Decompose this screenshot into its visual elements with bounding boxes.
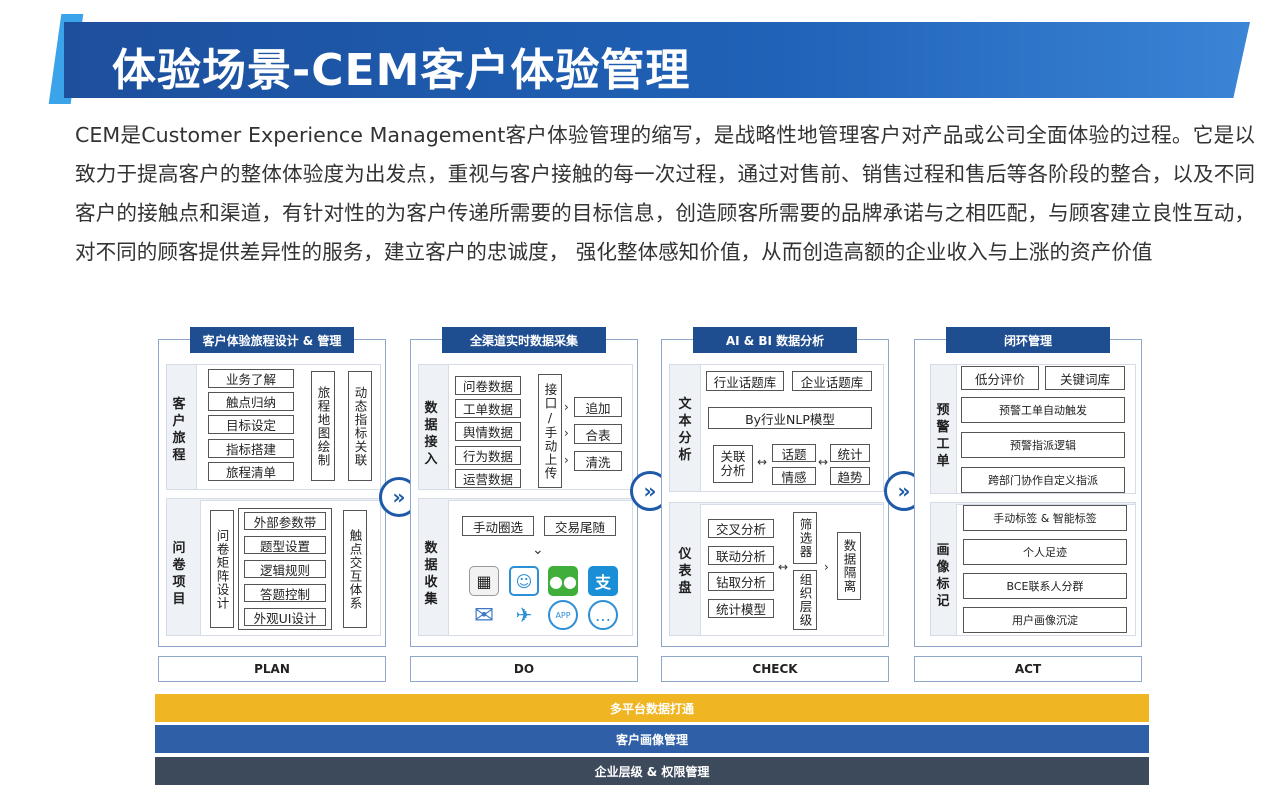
collect-item: 交易尾随 bbox=[544, 516, 616, 536]
arrow-right-icon: › bbox=[564, 400, 569, 414]
dash-item: 联动分析 bbox=[708, 546, 774, 565]
qr-code-icon: ▦ bbox=[469, 566, 499, 596]
intro-paragraph: CEM是Customer Experience Management客户体验管理… bbox=[75, 123, 1255, 264]
arrow-both-icon: ↔ bbox=[818, 455, 829, 469]
arrow-right-icon: › bbox=[824, 560, 829, 574]
phase-act: ACT bbox=[914, 656, 1142, 682]
text-relate: 关联分析 bbox=[713, 445, 753, 483]
dash-item: 钻取分析 bbox=[708, 572, 774, 591]
portrait-item: 手动标签 & 智能标签 bbox=[963, 505, 1127, 531]
access-item: 问卷数据 bbox=[455, 376, 521, 395]
ticket-tag: 关键词库 bbox=[1045, 366, 1125, 390]
wing-icon: ✈ bbox=[509, 600, 539, 630]
text-lib: 行业话题库 bbox=[706, 371, 784, 391]
journey-metrics: 动态指标关联 bbox=[348, 371, 372, 481]
access-action: 追加 bbox=[574, 397, 622, 417]
portrait-item: BCE联系人分群 bbox=[963, 573, 1127, 599]
arrow-right-icon: › bbox=[564, 453, 569, 467]
text-lib: 企业话题库 bbox=[792, 371, 872, 391]
title-banner bbox=[64, 22, 1250, 98]
journey-item: 触点归纳 bbox=[208, 392, 294, 411]
survey-item: 外观UI设计 bbox=[244, 608, 326, 626]
access-item: 工单数据 bbox=[455, 399, 521, 418]
access-action: 清洗 bbox=[574, 451, 622, 471]
survey-matrix: 问卷矩阵设计 bbox=[210, 510, 234, 628]
dash-filter: 筛选器 bbox=[793, 512, 817, 564]
dash-label: 仪表盘 bbox=[678, 547, 692, 596]
message-icon: … bbox=[588, 600, 618, 630]
page-title: 体验场景-CEM客户体验管理 bbox=[112, 45, 691, 96]
text-model: By行业NLP模型 bbox=[708, 407, 872, 429]
app-icon: APP bbox=[548, 600, 578, 630]
dash-item: 统计模型 bbox=[708, 599, 774, 618]
journey-item: 目标设定 bbox=[208, 415, 294, 434]
dash-item: 交叉分析 bbox=[708, 519, 774, 538]
portrait-item: 用户画像沉淀 bbox=[963, 607, 1127, 633]
journey-label: 客户旅程 bbox=[172, 397, 186, 463]
text-right: 统计 bbox=[830, 444, 870, 462]
text-right: 趋势 bbox=[830, 467, 870, 485]
plan-header: 客户体验旅程设计 & 管理 bbox=[190, 327, 354, 353]
dash-isolate: 数据隔离 bbox=[837, 532, 861, 600]
mail-icon: ✉ bbox=[469, 600, 499, 630]
access-upload: 接口/手动上传 bbox=[538, 374, 562, 488]
wechat-icon: ●● bbox=[548, 566, 578, 596]
survey-label: 问卷项目 bbox=[172, 541, 186, 607]
ticket-tag: 低分评价 bbox=[961, 366, 1039, 390]
portrait-item: 个人足迹 bbox=[963, 539, 1127, 565]
arrow-right-icon: › bbox=[564, 426, 569, 440]
bar-enterprise-permission: 企业层级 & 权限管理 bbox=[155, 757, 1149, 785]
collect-label: 数据收集 bbox=[424, 541, 438, 607]
alipay-icon: 支 bbox=[588, 566, 618, 596]
survey-item: 答题控制 bbox=[244, 584, 326, 602]
survey-touch: 触点交互体系 bbox=[343, 510, 367, 628]
bar-customer-profile: 客户画像管理 bbox=[155, 725, 1149, 753]
access-item: 运营数据 bbox=[455, 469, 521, 488]
collect-item: 手动圈选 bbox=[462, 516, 534, 536]
text-label: 文本分析 bbox=[678, 397, 692, 463]
ticket-item: 预警指派逻辑 bbox=[961, 432, 1125, 458]
bar-multiplatform: 多平台数据打通 bbox=[155, 694, 1149, 722]
access-label: 数据接入 bbox=[424, 401, 438, 467]
journey-item: 指标搭建 bbox=[208, 439, 294, 458]
phase-do: DO bbox=[410, 656, 638, 682]
ticket-item: 跨部门协作自定义指派 bbox=[961, 467, 1125, 493]
access-action: 合表 bbox=[574, 424, 622, 444]
arrow-both-icon: ↔ bbox=[757, 455, 768, 469]
survey-item: 外部参数带 bbox=[244, 512, 326, 530]
chevron-down-icon: ⌄ bbox=[532, 542, 544, 558]
ticket-label: 预警工单 bbox=[936, 403, 950, 469]
survey-item: 题型设置 bbox=[244, 536, 326, 554]
portrait-label: 画像标记 bbox=[936, 543, 950, 609]
journey-item: 旅程清单 bbox=[208, 462, 294, 481]
journey-item: 业务了解 bbox=[208, 369, 294, 388]
chat-bubble-icon: ☺ bbox=[509, 566, 539, 596]
phase-check: CHECK bbox=[661, 656, 889, 682]
access-item: 舆情数据 bbox=[455, 422, 521, 441]
arrow-both-icon: ↔ bbox=[778, 560, 789, 574]
do-header: 全渠道实时数据采集 bbox=[442, 327, 606, 353]
access-item: 行为数据 bbox=[455, 446, 521, 465]
text-mid: 话题 bbox=[772, 444, 816, 462]
survey-item: 逻辑规则 bbox=[244, 560, 326, 578]
text-mid: 情感 bbox=[772, 467, 816, 485]
act-header: 闭环管理 bbox=[946, 327, 1110, 353]
check-header: AI & BI 数据分析 bbox=[693, 327, 857, 353]
journey-map: 旅程地图绘制 bbox=[311, 371, 335, 481]
dash-org: 组织层级 bbox=[793, 570, 817, 630]
ticket-item: 预警工单自动触发 bbox=[961, 397, 1125, 423]
phase-plan: PLAN bbox=[158, 656, 386, 682]
